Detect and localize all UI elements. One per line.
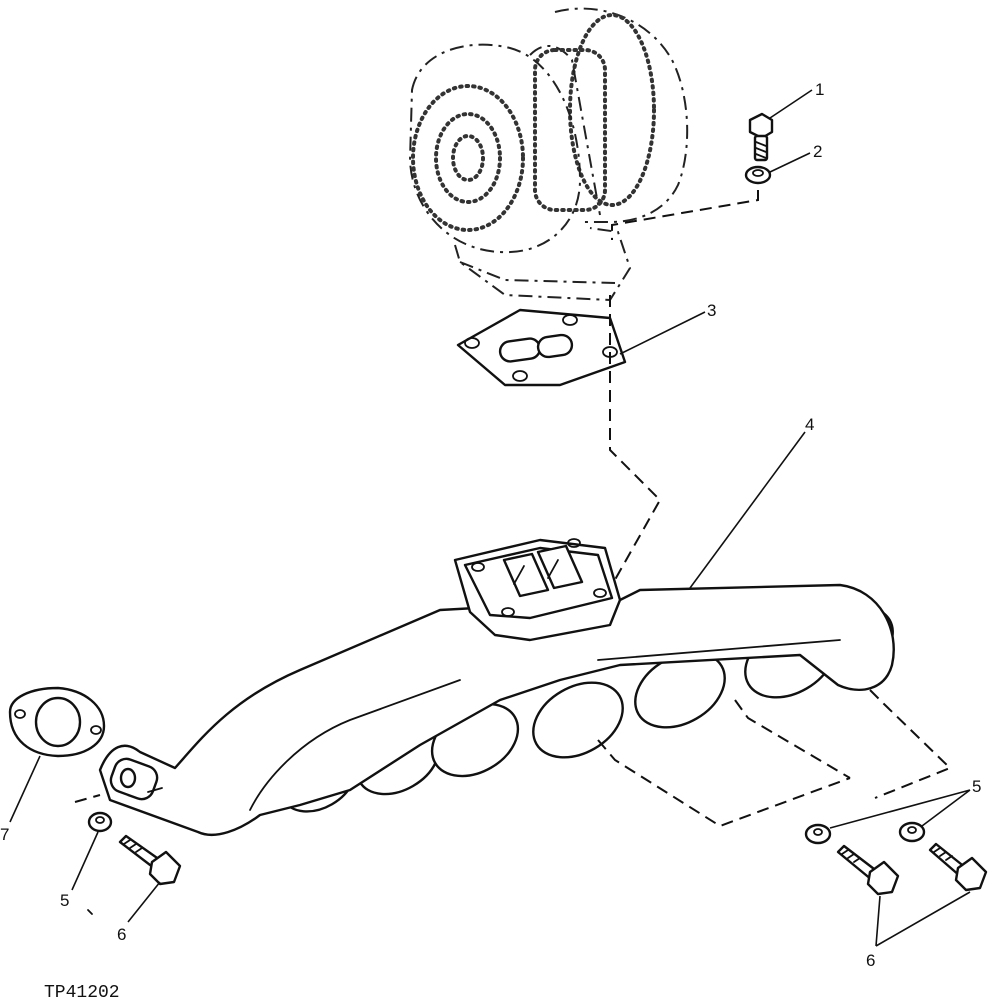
washer-left — [87, 811, 113, 833]
turbocharger-gasket — [456, 308, 627, 387]
lock-nut — [744, 165, 772, 185]
exhaust-manifold — [98, 538, 895, 837]
callout-5-right: 5 — [972, 777, 981, 796]
callout-7: 7 — [0, 825, 9, 844]
callout-6-left: 6 — [117, 925, 126, 944]
leader-6-left — [127, 881, 161, 923]
leader-5-right — [829, 789, 971, 829]
cap-screw-left — [118, 834, 182, 886]
callout-2: 2 — [813, 142, 822, 161]
callout-1: 1 — [815, 80, 824, 99]
turbocharger — [408, 7, 689, 302]
cap-screw — [748, 112, 774, 162]
leader-5-left — [71, 831, 99, 891]
leader-1 — [769, 89, 813, 119]
figure-reference: TP41202 — [44, 983, 120, 1000]
washer-right-1 — [804, 823, 832, 845]
leader-6-right — [875, 891, 971, 947]
callout-4: 4 — [805, 415, 814, 434]
leader-3 — [619, 311, 706, 355]
leader-4 — [689, 431, 806, 589]
callout-6-right: 6 — [866, 951, 875, 970]
cap-screw-right-1 — [836, 844, 900, 896]
end-port-gasket — [8, 686, 106, 758]
callout-3: 3 — [707, 301, 716, 320]
leader-7 — [9, 755, 41, 823]
cap-screw-right-2 — [928, 842, 988, 892]
leader-2 — [769, 152, 811, 173]
washer-right-2 — [898, 821, 926, 843]
callout-5-left: 5 — [60, 891, 69, 910]
